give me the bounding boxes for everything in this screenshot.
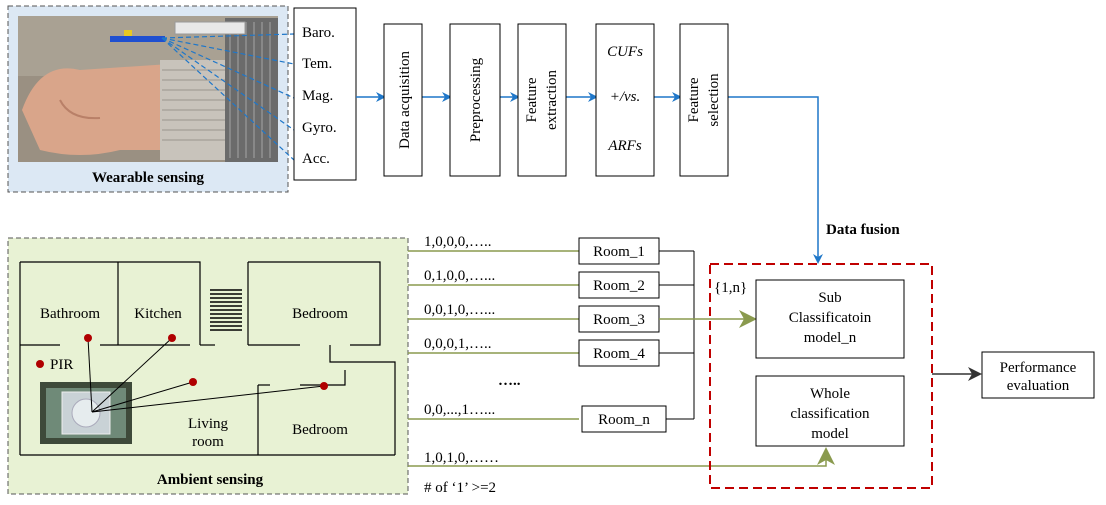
room-n-box: Room_n — [581, 405, 667, 433]
cufs-label: CUFs — [607, 44, 643, 60]
data-acquisition-box: Data acquisition — [383, 23, 423, 177]
sequence-2: 0,1,0,0,…... — [424, 268, 495, 284]
room-bedroom-bottom: Bedroom — [292, 422, 348, 438]
sequence-3: 0,0,1,0,…... — [424, 302, 495, 318]
pipeline-arrows — [356, 92, 823, 264]
fusion-set-label: {1,n} — [714, 280, 747, 296]
room-bathroom: Bathroom — [40, 306, 100, 322]
pir-dots — [36, 334, 328, 390]
sequence-n: 0,0,...,1…... — [424, 402, 495, 418]
feature-extraction-label-2: extraction — [544, 70, 560, 130]
room-3-label: Room_3 — [593, 312, 645, 328]
sub-classification-model-box: Sub Classificatoin model_n — [755, 279, 905, 359]
performance-evaluation-box: Performance evaluation — [981, 351, 1095, 399]
sequence-multi: 1,0,1,0,…… — [424, 450, 499, 466]
room-2-label: Room_2 — [593, 278, 645, 294]
room-living-2: room — [192, 434, 224, 450]
feature-selection-label-1: Feature — [686, 77, 702, 122]
room-2-box: Room_2 — [578, 271, 660, 299]
room-3-box: Room_3 — [578, 305, 660, 333]
pir-sensor-photo — [40, 382, 132, 444]
sensor-list-box: Baro. Tem. Mag. Gyro. Acc. — [293, 7, 357, 181]
room-bedroom-top: Bedroom — [292, 306, 348, 322]
sensor-gyro: Gyro. — [302, 120, 337, 136]
count-note: # of ‘1’ >=2 — [424, 480, 496, 496]
sequence-4: 0,0,0,1,….. — [424, 336, 492, 352]
sequence-lines — [408, 250, 835, 467]
feature-types-box: CUFs +/vs. ARFs — [595, 23, 655, 177]
sequence-ellipsis: ….. — [498, 373, 521, 389]
pir-lines — [87, 337, 325, 413]
room-kitchen: Kitchen — [134, 306, 182, 322]
ambient-sensing-title: Ambient sensing — [157, 472, 264, 488]
wearable-sensing-panel: Wearable sensing — [7, 5, 295, 193]
room-4-label: Room_4 — [593, 346, 645, 362]
sub-model-line-3: model_n — [804, 330, 857, 346]
sensor-mag: Mag. — [302, 88, 333, 104]
sensor-baro: Baro. — [302, 25, 335, 41]
room-1-box: Room_1 — [578, 237, 660, 265]
feature-extraction-label-1: Feature — [524, 77, 540, 122]
sensor-acc: Acc. — [302, 151, 330, 167]
pir-label: PIR — [50, 357, 73, 373]
room-n-label: Room_n — [598, 412, 650, 428]
feature-selection-box: Feature selection — [679, 23, 729, 177]
ambient-sensing-panel: Bathroom Kitchen Bedroom Living room Bed… — [7, 237, 409, 495]
performance-line-1: Performance — [1000, 360, 1077, 376]
sensor-tem: Tem. — [302, 56, 332, 72]
stairs — [210, 289, 242, 331]
wrist-photo — [18, 16, 295, 162]
arfs-label: ARFs — [607, 138, 641, 154]
preprocessing-box: Preprocessing — [449, 23, 501, 177]
data-fusion-label: Data fusion — [826, 222, 900, 238]
whole-model-line-2: classification — [790, 406, 870, 422]
floor-plan — [19, 261, 396, 456]
performance-line-2: evaluation — [1007, 378, 1070, 394]
wearable-sensing-title: Wearable sensing — [92, 170, 205, 186]
whole-classification-model-box: Whole classification model — [755, 375, 905, 447]
room-4-box: Room_4 — [578, 339, 660, 367]
room-living-1: Living — [188, 416, 228, 432]
sub-model-line-2: Classificatoin — [789, 310, 872, 326]
sub-model-line-1: Sub — [818, 290, 841, 306]
room-bracket — [659, 250, 695, 420]
whole-model-line-3: model — [811, 426, 849, 442]
whole-model-line-1: Whole — [810, 386, 850, 402]
feature-extraction-box: Feature extraction — [517, 23, 567, 177]
sequence-1: 1,0,0,0,….. — [424, 234, 492, 250]
room-1-label: Room_1 — [593, 244, 645, 260]
data-acquisition-label: Data acquisition — [397, 51, 413, 149]
vs-label: +/vs. — [610, 89, 641, 105]
feature-selection-label-2: selection — [706, 73, 722, 127]
preprocessing-label: Preprocessing — [468, 57, 484, 142]
